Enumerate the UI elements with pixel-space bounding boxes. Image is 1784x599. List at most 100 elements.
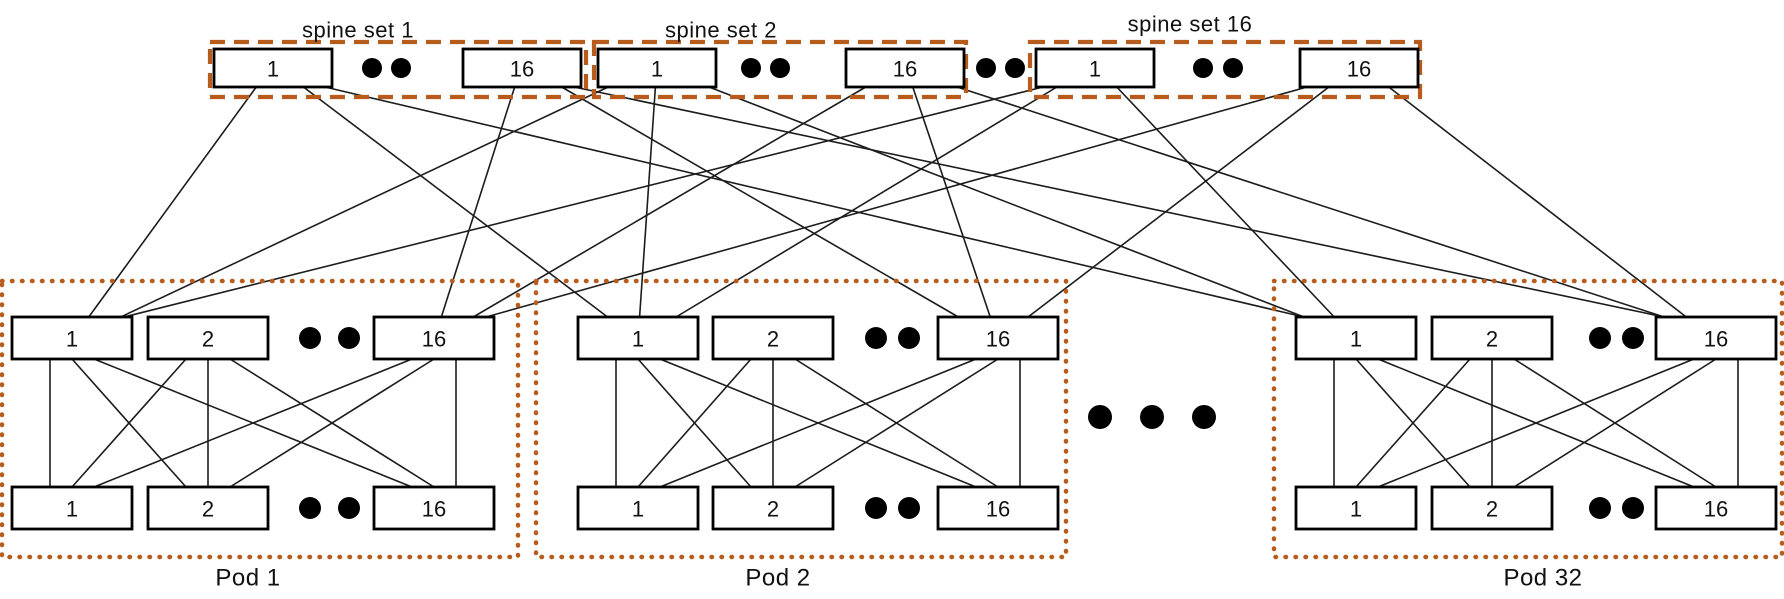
fabric-switch-box — [146, 315, 270, 361]
switch-number-label: 1 — [632, 497, 644, 522]
spine-set-ellipsis-dot — [1193, 58, 1213, 78]
switch-number-label: 1 — [1350, 497, 1362, 522]
switch-number-label: 2 — [1486, 327, 1498, 352]
pod-row-ellipsis-dot — [1589, 497, 1611, 519]
intra-pod-link — [637, 358, 752, 488]
pod-row-ellipsis-dot — [338, 497, 360, 519]
spine-to-pod-link — [123, 86, 1044, 318]
switch-number-label: 16 — [893, 57, 917, 82]
rack-switch-box — [711, 485, 835, 531]
switch-number-label: 1 — [66, 327, 78, 352]
switch-number-label: 16 — [1704, 327, 1728, 352]
switch-number-label: 16 — [422, 327, 446, 352]
spine-set-ellipsis-dot — [741, 58, 761, 78]
switch-number-label: 16 — [1347, 57, 1371, 82]
switch-number-label: 1 — [66, 497, 78, 522]
switch-number-label: 1 — [1350, 327, 1362, 352]
intra-pod-link — [659, 358, 977, 488]
pod-gap-ellipsis-dot — [1140, 405, 1164, 429]
pod-dotted-border — [533, 278, 1069, 560]
intra-pod-link — [794, 358, 999, 488]
pod-row-ellipsis-dot — [898, 327, 920, 349]
rack-switch-box — [372, 485, 496, 531]
spine-to-pod-link — [638, 86, 657, 318]
spine-to-pod-link — [120, 86, 609, 318]
spine-set-ellipsis-dot — [362, 58, 382, 78]
pod-gap-ellipsis-dot — [1088, 405, 1112, 429]
spine-set-dashed-border — [591, 39, 969, 100]
switch-number-label: 2 — [202, 497, 214, 522]
spine-set-label: spine set 2 — [665, 18, 777, 43]
switch-number-label: 2 — [1486, 497, 1498, 522]
fabric-switch-box — [372, 315, 496, 361]
fabric-switch-box — [1294, 315, 1418, 361]
rack-switch-box — [146, 485, 270, 531]
spine-set-label: spine set 1 — [302, 18, 414, 43]
spine-switch-box — [1034, 47, 1156, 89]
switch-number-label: 2 — [767, 497, 779, 522]
spine-set-ellipsis-dot — [770, 58, 790, 78]
spine-to-pod-link — [1027, 86, 1330, 318]
fabric-switch-box — [936, 315, 1060, 361]
spine-to-pod-link — [573, 86, 1665, 318]
pod-row-ellipsis-dot — [865, 327, 887, 349]
pod-row-ellipsis-dot — [299, 497, 321, 519]
intra-pod-link — [71, 358, 187, 488]
spine-switch-box — [844, 47, 966, 89]
fabric-switch-box — [10, 315, 134, 361]
switch-number-label: 16 — [422, 497, 446, 522]
spine-set-dashed-border — [1027, 39, 1423, 100]
pod-row-ellipsis-dot — [898, 497, 920, 519]
spine-to-pod-link — [1116, 86, 1335, 318]
switch-number-label: 1 — [632, 327, 644, 352]
pod-gap-ellipsis-dot — [1192, 405, 1216, 429]
fabric-switch-box — [1654, 315, 1778, 361]
spine-to-pod-link — [911, 86, 992, 318]
spine-to-pod-link — [88, 86, 257, 318]
pod-dotted-border — [1271, 278, 1784, 560]
pod-label: Pod 1 — [215, 565, 280, 592]
rack-switch-box — [1294, 485, 1418, 531]
pod-label: Pod 2 — [745, 565, 810, 592]
spine-to-pod-link — [956, 86, 1665, 318]
pod-row-ellipsis-dot — [1589, 327, 1611, 349]
spine-gap-ellipsis-dot — [976, 58, 996, 78]
spine-to-pod-link — [472, 86, 867, 318]
spine-to-pod-link — [324, 86, 1305, 318]
spine-set-ellipsis-dot — [1223, 58, 1243, 78]
fabric-switch-box — [1430, 315, 1554, 361]
switch-number-label: 2 — [202, 327, 214, 352]
spine-set-ellipsis-dot — [391, 58, 411, 78]
switch-number-label: 16 — [510, 57, 534, 82]
spine-to-pod-link — [675, 86, 1058, 318]
pod-dotted-border — [0, 278, 521, 560]
switch-number-label: 16 — [986, 327, 1010, 352]
rack-switch-box — [10, 485, 134, 531]
spine-switch-box — [596, 47, 718, 89]
rack-switch-box — [936, 485, 1060, 531]
spine-switch-box — [461, 47, 583, 89]
rack-switch-box — [1430, 485, 1554, 531]
intra-pod-link — [1377, 358, 1695, 488]
switch-number-label: 1 — [1089, 57, 1101, 82]
spine-gap-ellipsis-dot — [1005, 58, 1025, 78]
spine-to-pod-link — [708, 86, 1305, 318]
spine-to-pod-link — [561, 86, 959, 318]
pod-row-ellipsis-dot — [299, 327, 321, 349]
rack-switch-box — [576, 485, 700, 531]
spine-to-pod-link — [302, 86, 609, 318]
fabric-switch-box — [711, 315, 835, 361]
switch-number-label: 16 — [1704, 497, 1728, 522]
spine-switch-box — [212, 47, 334, 89]
switch-number-label: 1 — [651, 57, 663, 82]
intra-pod-link — [93, 358, 413, 488]
pod-row-ellipsis-dot — [865, 497, 887, 519]
pod-row-ellipsis-dot — [1622, 497, 1644, 519]
pod-label: Pod 32 — [1503, 565, 1582, 592]
spine-to-pod-link — [485, 86, 1308, 318]
